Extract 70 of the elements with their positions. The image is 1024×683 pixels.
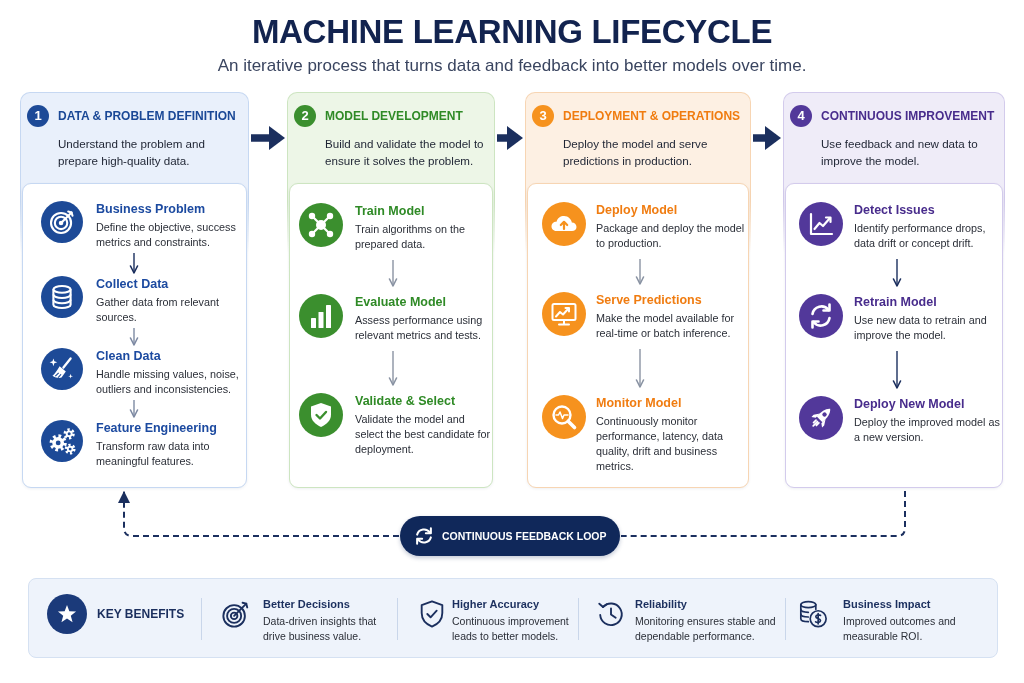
thick-arrow — [497, 126, 523, 150]
step-description: Define the objective, success metrics and constraints. — [96, 220, 237, 250]
benefit-description: Monitoring ensures stable and dependable performance. — [635, 614, 777, 644]
arrow — [635, 258, 645, 285]
benefit-title: Better Decisions — [263, 597, 350, 611]
step-description: Package and deploy the model to production. — [596, 221, 746, 251]
step-title: Deploy New Model — [854, 396, 966, 412]
dashed-line — [620, 490, 906, 537]
benefit-description: Continuous improvement leads to better models. — [452, 614, 570, 644]
phase-panel — [783, 92, 1005, 489]
benefit-title: Business Impact — [843, 597, 931, 611]
benefit-title: Higher Accuracy — [452, 597, 540, 611]
step-description: Train algorithms on the prepared data. — [355, 222, 467, 252]
phase-heading: MODEL DEVELOPMENT — [325, 109, 463, 124]
step-description: Validate the model and select the best candidate for deployment. — [355, 412, 491, 457]
phase-panel — [20, 92, 249, 489]
step-description: Assess performance using relevant metrics and tests. — [355, 313, 484, 343]
phase-heading: DATA & PROBLEM DEFINITION — [58, 109, 236, 124]
arrow — [388, 350, 398, 386]
step-description: Make the model available for real-time or batch inference. — [596, 311, 736, 341]
phase-description: Understand the problem and prepare high-quality data. — [58, 136, 206, 169]
step-description: Identify performance drops, data drift or concept drift. — [854, 221, 987, 251]
diagram-title: MACHINE LEARNING LIFECYCLE — [251, 12, 773, 52]
step-description: Gather data from relevant sources. — [96, 295, 221, 325]
arrow — [388, 259, 398, 287]
step-title: Serve Predictions — [596, 292, 703, 308]
step-title: Validate & Select — [355, 393, 457, 409]
phase-heading: CONTINUOUS IMPROVEMENT — [821, 109, 995, 124]
section-heading: KEY BENEFITS — [97, 607, 185, 622]
arrow — [892, 350, 902, 389]
arrow — [892, 258, 902, 287]
step-title: Clean Data — [96, 348, 162, 364]
arrow — [129, 399, 139, 418]
arrow — [635, 348, 645, 388]
thick-arrow — [251, 126, 285, 150]
step-title: Feature Engineering — [96, 420, 218, 436]
step-title: Deploy Model — [596, 202, 679, 218]
benefits-band — [28, 578, 998, 658]
step-description: Transform raw data into meaningful features. — [96, 439, 211, 469]
step-title: Monitor Model — [596, 395, 683, 411]
thick-arrow — [753, 126, 781, 150]
step-title: Business Problem — [96, 201, 207, 217]
step-description: Deploy the improved model as a new version. — [854, 415, 1001, 445]
phase-panel — [287, 92, 495, 489]
step-title: Evaluate Model — [355, 294, 447, 310]
step-title: Collect Data — [96, 276, 170, 292]
dashed-arrow — [118, 490, 400, 537]
subtitle: An iterative process that turns data and feedback into better models over time. — [217, 56, 807, 76]
number-badge: 2 — [294, 105, 316, 127]
arrow — [129, 327, 139, 346]
number-badge: 1 — [27, 105, 49, 127]
number-badge: 4 — [790, 105, 812, 127]
phase-heading: DEPLOYMENT & OPERATIONS — [563, 109, 741, 124]
pill-label: CONTINUOUS FEEDBACK LOOP — [442, 529, 607, 543]
phase-panel — [525, 92, 751, 489]
step-title: Train Model — [355, 203, 426, 219]
arrow — [129, 252, 139, 274]
step-description: Handle missing values, noise, outliers and inconsistencies. — [96, 367, 240, 397]
benefit-description: Improved outcomes and measurable ROI. — [843, 614, 957, 644]
benefit-title: Reliability — [635, 597, 687, 611]
phase-description: Deploy the model and serve predictions in production. — [563, 136, 709, 169]
phase-description: Build and validate the model to ensure it solves the problem. — [325, 136, 485, 169]
benefit-description: Data-driven insights that drive business value. — [263, 614, 378, 644]
number-badge: 3 — [532, 105, 554, 127]
step-title: Retrain Model — [854, 294, 938, 310]
phase-description: Use feedback and new data to improve the model. — [821, 136, 979, 169]
step-description: Continuously monitor performance, latency, data quality, drift and business metrics. — [596, 414, 725, 474]
feedback-loop-pill — [400, 516, 620, 556]
step-title: Detect Issues — [854, 202, 936, 218]
step-description: Use new data to retrain and improve the model. — [854, 313, 988, 343]
